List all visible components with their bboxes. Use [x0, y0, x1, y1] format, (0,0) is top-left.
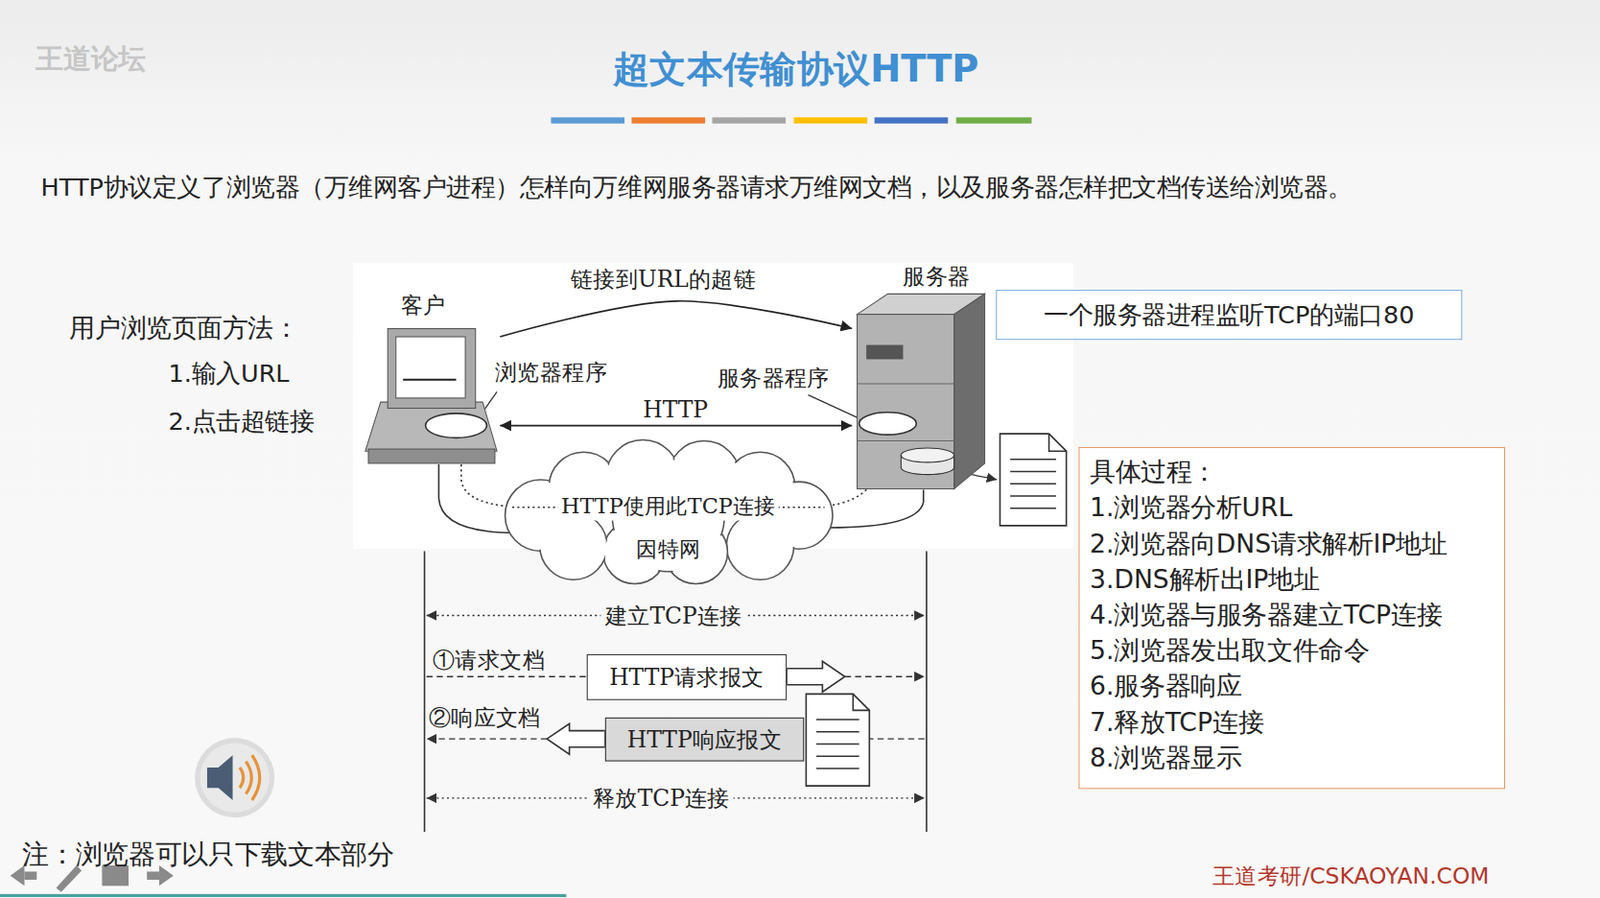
block-arrow-right	[786, 660, 846, 692]
sequence-arrows	[426, 614, 925, 798]
figure-ground	[352, 262, 1074, 549]
node-text: 因特网	[635, 534, 701, 564]
process-box: 具体过程：1.浏览器分析URL2.浏览器向DNS请求解析IP地址3.DNS解析出…	[1078, 447, 1506, 789]
note: 注：浏览器可以只下载文本部分	[22, 836, 394, 872]
node-text: 具体过程：	[1089, 453, 1494, 490]
edge-label: HTTP	[638, 397, 712, 424]
shape-outline	[851, 258, 990, 493]
node-text: 4.浏览器与服务器建立TCP连接	[1089, 596, 1494, 633]
node-text: 7.释放TCP连接	[1089, 704, 1494, 740]
speaker-icon	[194, 737, 275, 818]
document-icon	[805, 693, 870, 786]
node-text: 一个服务器进程监听TCP的端口80	[1043, 298, 1414, 331]
internet-cloud: HTTP使用此TCP连接因特网	[499, 444, 837, 583]
progress-bar	[0, 894, 566, 897]
node-text: 2.浏览器向DNS请求解析IP地址	[1089, 525, 1494, 562]
step-label: ①请求文档	[432, 644, 545, 676]
message-box: HTTP请求报文	[587, 654, 788, 701]
footer-brand: 王道考研/CSKAOYAN.COM	[1212, 861, 1490, 893]
step-label: 建立TCP连接	[600, 601, 746, 633]
node-text: 1.浏览器分析URL	[1089, 490, 1494, 526]
method-item: 1.输入URL	[168, 356, 290, 390]
client-computer: 客户	[362, 287, 501, 470]
watermark: 王道论坛	[35, 41, 146, 78]
slide-title: 超文本传输协议HTTP	[612, 45, 979, 95]
node-text: 8.浏览器显示	[1089, 739, 1494, 776]
part-name: 服务器程序	[717, 363, 830, 395]
server-machine: 服务器	[851, 258, 990, 493]
node-text: 5.浏览器发出取文件命令	[1089, 633, 1494, 669]
edge-label: 链接到URL的超链	[566, 264, 761, 296]
connector	[499, 301, 852, 337]
node-text: HTTP请求报文	[609, 661, 764, 693]
step-label: 释放TCP连接	[588, 783, 734, 815]
title-bars	[550, 117, 1032, 123]
method-heading: 用户浏览页面方法：	[69, 310, 299, 345]
part-name: 浏览器程序	[494, 356, 608, 388]
node-text: HTTP响应报文	[627, 724, 782, 755]
node-text: 6.服务器响应	[1089, 668, 1494, 705]
node-text: HTTP使用此TCP连接	[558, 492, 779, 521]
step-label: ②响应文档	[428, 703, 542, 734]
block-arrow-left	[546, 723, 606, 754]
document-icon	[1000, 433, 1067, 526]
method-item: 2.点击超链接	[168, 404, 315, 438]
message-box: HTTP响应报文	[605, 717, 804, 762]
node-text: 客户	[400, 289, 447, 321]
intro-text: HTTP协议定义了浏览器（万维网客户进程）怎样向万维网服务器请求万维网文档，以及…	[41, 169, 1531, 207]
node-text: 服务器	[902, 260, 970, 292]
connector	[499, 424, 852, 427]
node-text: 3.DNS解析出IP地址	[1089, 561, 1494, 597]
lifelines	[424, 550, 927, 832]
callout-box: 一个服务器进程监听TCP的端口80	[995, 289, 1462, 340]
